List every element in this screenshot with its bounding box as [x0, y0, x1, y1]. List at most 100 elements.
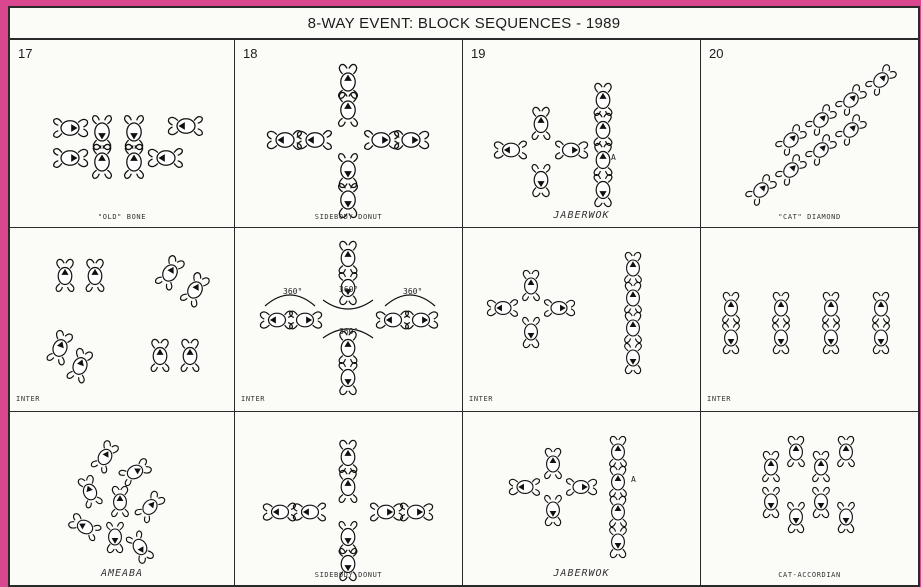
skydiver-figure — [66, 347, 94, 383]
formation-drawing — [701, 412, 918, 585]
formation-caption: JABERWOK — [463, 210, 700, 221]
drawing-label: A — [631, 475, 636, 484]
skydiver-figure — [838, 502, 855, 532]
skydiver-figure — [339, 241, 357, 273]
skydiver-figure — [823, 323, 840, 353]
skydiver-figure — [594, 83, 612, 115]
turn-arrow — [265, 295, 315, 306]
skydiver-figure — [873, 292, 890, 322]
skydiver-figure — [509, 479, 539, 496]
formation-caption: AMEABA — [10, 568, 234, 579]
skydiver-figure — [181, 339, 199, 371]
inter-drawing — [10, 228, 235, 412]
formation-drawing — [701, 40, 918, 228]
skydiver-figure — [532, 107, 550, 139]
skydiver-figure — [339, 363, 357, 395]
formation-drawing — [235, 412, 463, 585]
skydiver-figure — [86, 259, 104, 291]
skydiver-figure — [865, 63, 898, 96]
skydiver-figure — [125, 530, 155, 564]
skydiver-figure — [339, 331, 357, 363]
skydiver-figure — [523, 317, 540, 347]
skydiver-figure — [46, 329, 74, 365]
drawing-label: 360° — [403, 287, 422, 296]
skydiver-figure — [625, 343, 642, 373]
skydiver-figure — [775, 153, 808, 186]
skydiver-figure — [625, 252, 642, 282]
skydiver-figure — [838, 436, 855, 466]
drawing-label: 360° — [283, 287, 302, 296]
skydiver-figure — [297, 131, 331, 150]
skydiver-figure — [487, 300, 517, 317]
skydiver-figure — [788, 436, 805, 466]
skydiver-figure — [763, 487, 780, 517]
skydiver-figure — [67, 512, 101, 542]
inter-caption: INTER — [707, 395, 918, 403]
skydiver-figure — [293, 503, 325, 521]
drawing-label: 360° — [339, 327, 358, 336]
skydiver-figure — [54, 149, 88, 168]
skydiver-figure — [813, 451, 830, 481]
block-18-formation: 18 SIDEBODY DONUT — [235, 40, 463, 228]
formation-caption: "CAT" DIAMOND — [701, 213, 918, 221]
skydiver-figure — [823, 292, 840, 322]
skydiver-figure — [610, 496, 627, 526]
block-19-inter: INTER — [463, 228, 701, 412]
skydiver-figure — [260, 311, 292, 329]
skydiver-figure — [835, 113, 868, 146]
skydiver-figure — [523, 270, 540, 300]
skydiver-figure — [775, 123, 808, 156]
skydiver-figure — [723, 292, 740, 322]
skydiver-figure — [723, 323, 740, 353]
skydiver-figure — [112, 486, 129, 516]
skydiver-figure — [566, 479, 596, 496]
block-18-finish: SIDEBODY DONUT — [235, 412, 463, 585]
skydiver-figure — [151, 339, 169, 371]
inter-drawing — [701, 228, 918, 412]
skydiver-figure — [339, 440, 357, 472]
block-19-formation: 19 A JABERWOK — [463, 40, 701, 228]
skydiver-figure — [873, 323, 890, 353]
dive-sheet: 8-WAY EVENT: BLOCK SEQUENCES - 1989 17 "… — [8, 6, 920, 587]
skydiver-figure — [155, 254, 186, 291]
skydiver-figure — [107, 522, 124, 552]
skydiver-figure — [118, 457, 152, 487]
sheet-title: 8-WAY EVENT: BLOCK SEQUENCES - 1989 — [10, 8, 918, 40]
skydiver-figure — [594, 175, 612, 207]
skydiver-figure — [610, 436, 627, 466]
skydiver-figure — [401, 503, 433, 521]
skydiver-figure — [545, 448, 562, 478]
formation-caption: CAT-ACCORDIAN — [701, 571, 918, 579]
turn-arrow — [385, 295, 435, 306]
skydiver-figure — [168, 117, 202, 136]
skydiver-figure — [56, 259, 74, 291]
turn-arrow — [323, 300, 373, 309]
skydiver-figure — [371, 503, 403, 521]
skydiver-figure — [813, 487, 830, 517]
skydiver-figure — [290, 311, 322, 329]
inter-caption: INTER — [16, 395, 234, 403]
skydiver-figure — [77, 474, 103, 508]
block-18-inter: 360°360°360°360° INTER — [235, 228, 463, 412]
skydiver-figure — [263, 503, 295, 521]
formation-drawing — [10, 412, 235, 585]
skydiver-figure — [788, 502, 805, 532]
skydiver-figure — [805, 133, 838, 166]
skydiver-figure — [610, 527, 627, 557]
skydiver-figure — [773, 292, 790, 322]
skydiver-figure — [545, 495, 562, 525]
skydiver-figure — [339, 470, 357, 502]
skydiver-figure — [267, 131, 301, 150]
skydiver-figure — [54, 119, 88, 138]
skydiver-figure — [148, 149, 182, 168]
skydiver-figure — [376, 311, 408, 329]
block-17-formation: 17 "OLD" BONE — [10, 40, 235, 228]
skydiver-figure — [835, 83, 868, 116]
skydiver-figure — [594, 113, 612, 145]
inter-caption: INTER — [241, 395, 462, 403]
skydiver-figure — [395, 131, 429, 150]
block-20-finish: CAT-ACCORDIAN — [701, 412, 918, 585]
skydiver-figure — [339, 154, 358, 188]
formation-drawing: A — [463, 412, 701, 585]
skydiver-figure — [745, 173, 778, 206]
